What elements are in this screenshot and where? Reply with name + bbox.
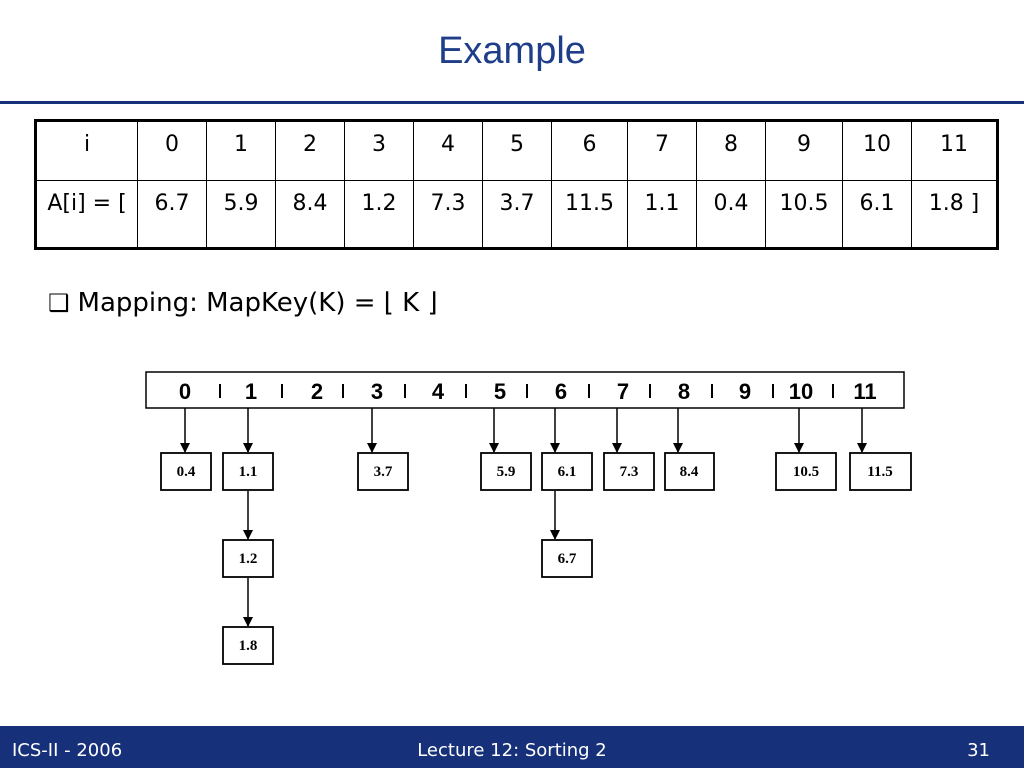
table-cell: 10.5 [765, 180, 843, 249]
mapping-text: Mapping: MapKey(K) = ⌊ K ⌋ [77, 288, 438, 318]
value-row: A[i] = [ 6.7 5.9 8.4 1.2 7.3 3.7 11.5 1.… [35, 180, 998, 249]
index-label: 8 [678, 379, 690, 404]
table-cell: 1.1 [627, 180, 697, 249]
index-label: 0 [179, 379, 191, 404]
node-box [160, 452, 212, 491]
mapping-bullet: ❑Mapping: MapKey(K) = ⌊ K ⌋ [48, 288, 438, 318]
bucket-nodes [160, 452, 912, 665]
node-box [480, 452, 532, 491]
index-label: 7 [617, 379, 629, 404]
node-value: 11.5 [867, 464, 892, 480]
node-value: 3.7 [374, 464, 393, 480]
node-value: 1.8 [239, 638, 258, 654]
node-box [775, 452, 837, 491]
node-value: 7.3 [620, 464, 639, 480]
table-cell: 8 [696, 120, 766, 181]
node-box [849, 452, 912, 491]
table-cell: 7 [627, 120, 697, 181]
index-label: 1 [245, 379, 257, 404]
footer-page-number: 31 [967, 740, 990, 761]
table-cell: A[i] = [ [35, 180, 138, 249]
bucket-arrows [180, 408, 867, 627]
table-cell: 11 [911, 120, 998, 181]
node-box [541, 452, 593, 491]
index-row: i 0 1 2 3 4 5 6 7 8 9 10 11 [35, 120, 998, 181]
table-cell: 5.9 [206, 180, 276, 249]
table-cell: 3 [344, 120, 414, 181]
table-cell: 1 [206, 120, 276, 181]
node-value: 10.5 [793, 464, 819, 480]
bucket-diagram: 0 1 2 3 4 5 6 7 8 9 10 11 [145, 371, 912, 665]
node-value: 6.7 [558, 551, 577, 567]
footer-lecture: Lecture 12: Sorting 2 [417, 740, 607, 761]
node-value: 8.4 [680, 464, 699, 480]
index-bar [145, 371, 905, 409]
node-box [541, 539, 593, 578]
node-value: 5.9 [497, 464, 516, 480]
index-label: 3 [371, 379, 383, 404]
array-table: i 0 1 2 3 4 5 6 7 8 9 10 11 A[i] = [ 6.7… [34, 119, 999, 250]
node-box [222, 539, 274, 578]
index-separators [219, 384, 834, 398]
table-cell: 1.8 ] [911, 180, 998, 249]
table-cell: 5 [482, 120, 552, 181]
table-cell: 8.4 [275, 180, 345, 249]
table-cell: 3.7 [482, 180, 552, 249]
table-cell: 0.4 [696, 180, 766, 249]
node-value: 1.2 [239, 551, 258, 567]
index-label: 2 [311, 379, 323, 404]
index-label: 4 [432, 379, 445, 404]
table-cell: 0 [137, 120, 207, 181]
footer-course: ICS-II - 2006 [12, 740, 123, 761]
node-value: 0.4 [177, 464, 196, 480]
node-box [357, 452, 409, 491]
index-label: 5 [494, 379, 506, 404]
table-cell: 6 [551, 120, 628, 181]
table-cell: i [35, 120, 138, 181]
index-label: 6 [555, 379, 567, 404]
slide-title: Example [438, 30, 586, 72]
footer-bar: ICS-II - 2006 Lecture 12: Sorting 2 31 [0, 726, 1024, 768]
table-cell: 7.3 [413, 180, 483, 249]
index-label: 10 [789, 379, 813, 404]
index-labels: 0 1 2 3 4 5 6 7 8 9 10 11 [179, 379, 877, 404]
index-label: 9 [739, 379, 751, 404]
table-cell: 1.2 [344, 180, 414, 249]
table-cell: 4 [413, 120, 483, 181]
node-box [222, 452, 274, 491]
square-bullet-icon: ❑ [48, 289, 70, 317]
table-cell: 10 [842, 120, 912, 181]
bucket-values: 0.4 1.1 1.2 1.8 3.7 5.9 6.1 6.7 7.3 8.4 … [177, 464, 893, 654]
table-cell: 6.7 [137, 180, 207, 249]
table-cell: 9 [765, 120, 843, 181]
node-value: 6.1 [558, 464, 577, 480]
node-box [222, 626, 274, 665]
table-cell: 2 [275, 120, 345, 181]
node-box [603, 452, 655, 491]
index-label: 11 [853, 379, 876, 404]
title-divider [0, 101, 1024, 104]
table-cell: 6.1 [842, 180, 912, 249]
table-cell: 11.5 [551, 180, 628, 249]
node-box [664, 452, 715, 491]
node-value: 1.1 [239, 464, 258, 480]
